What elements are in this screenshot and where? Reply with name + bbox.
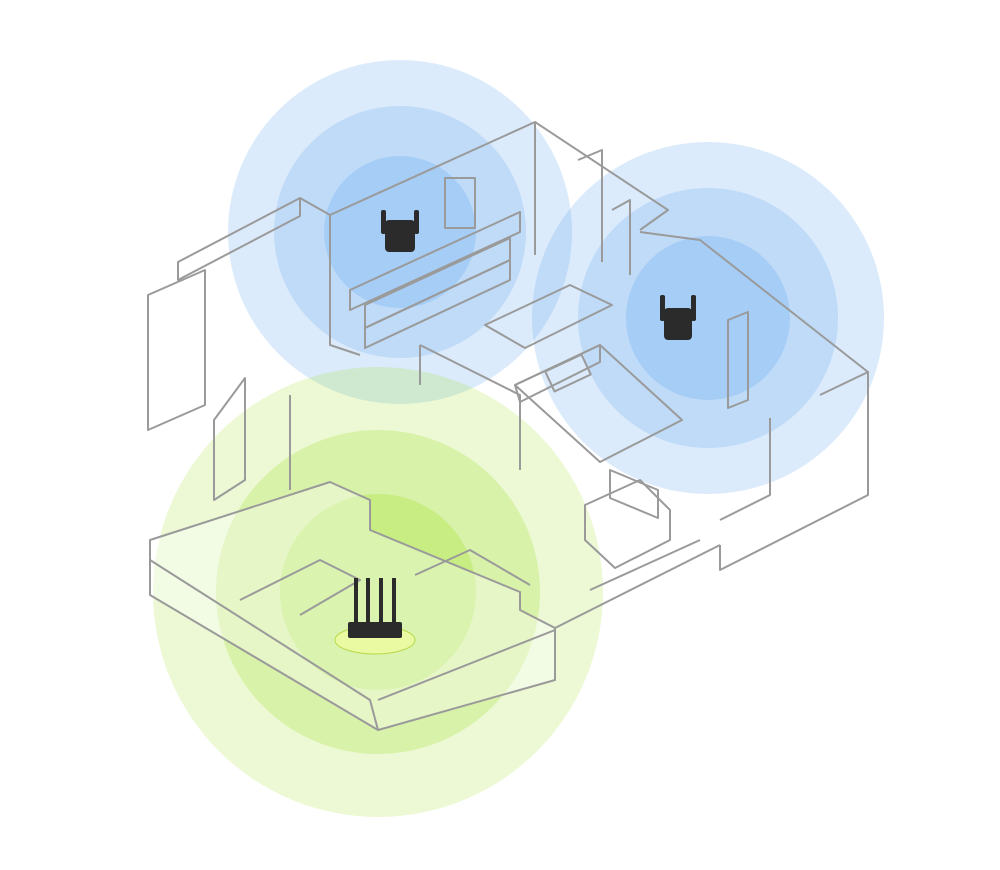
extender-icon xyxy=(381,210,419,252)
router-coverage xyxy=(153,367,603,817)
extender-icon xyxy=(660,295,696,340)
router-icon xyxy=(348,578,402,638)
floorplan-walls xyxy=(147,121,869,731)
